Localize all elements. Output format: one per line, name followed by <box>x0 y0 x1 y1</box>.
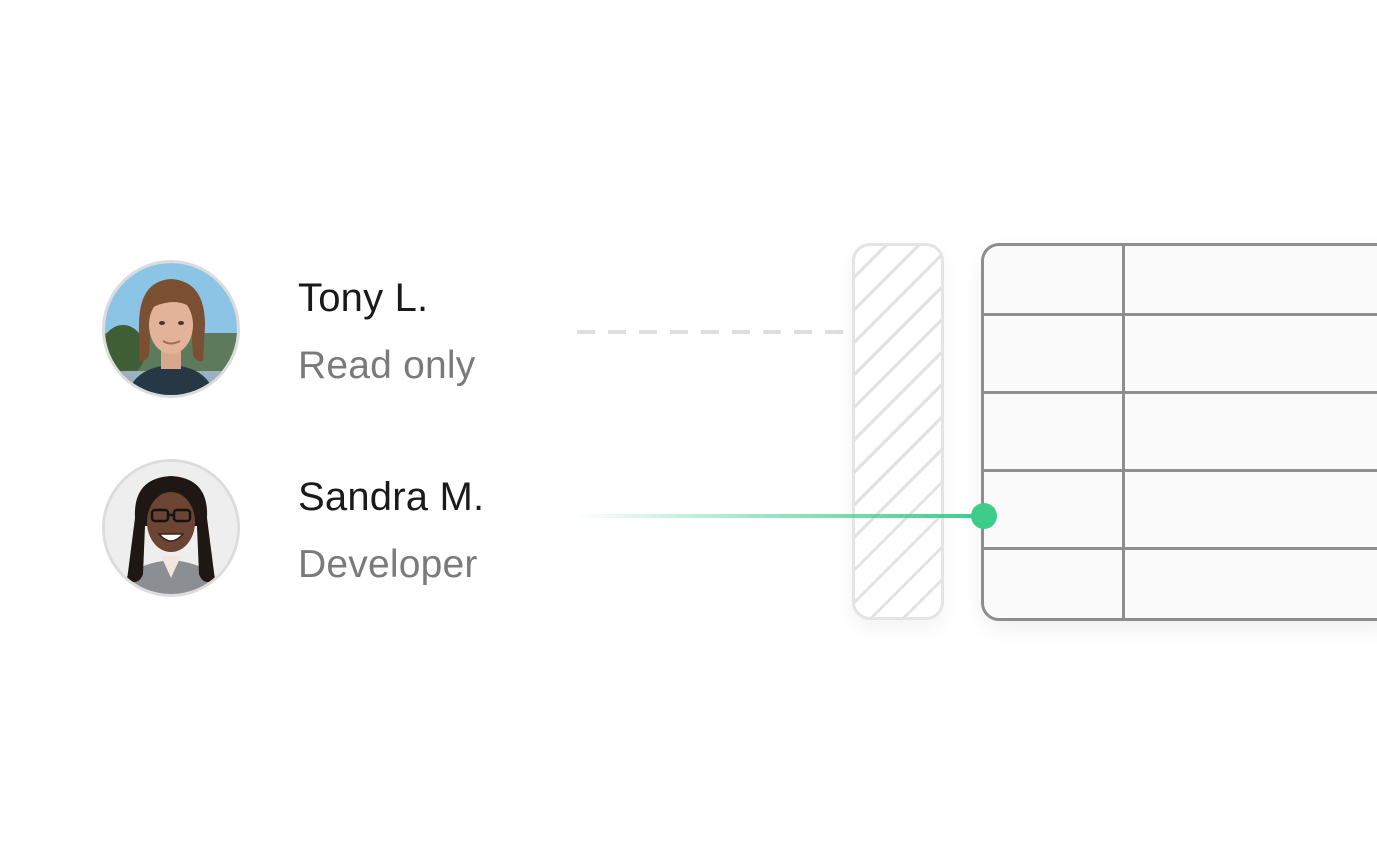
connection-dot <box>971 503 997 529</box>
avatar-sandra <box>102 459 240 597</box>
table-row-divider <box>984 547 1377 550</box>
avatar-sandra-image <box>105 462 237 594</box>
table-column-divider <box>1122 246 1125 618</box>
user-role: Developer <box>298 543 478 586</box>
table-row-divider <box>984 469 1377 472</box>
table-row-divider <box>984 313 1377 316</box>
database-table <box>981 243 1377 621</box>
user-name: Tony L. <box>298 276 429 320</box>
access-gate-barrier <box>852 243 944 620</box>
user-role: Read only <box>298 344 476 387</box>
user-name: Sandra M. <box>298 475 485 519</box>
table-row-divider <box>984 391 1377 394</box>
